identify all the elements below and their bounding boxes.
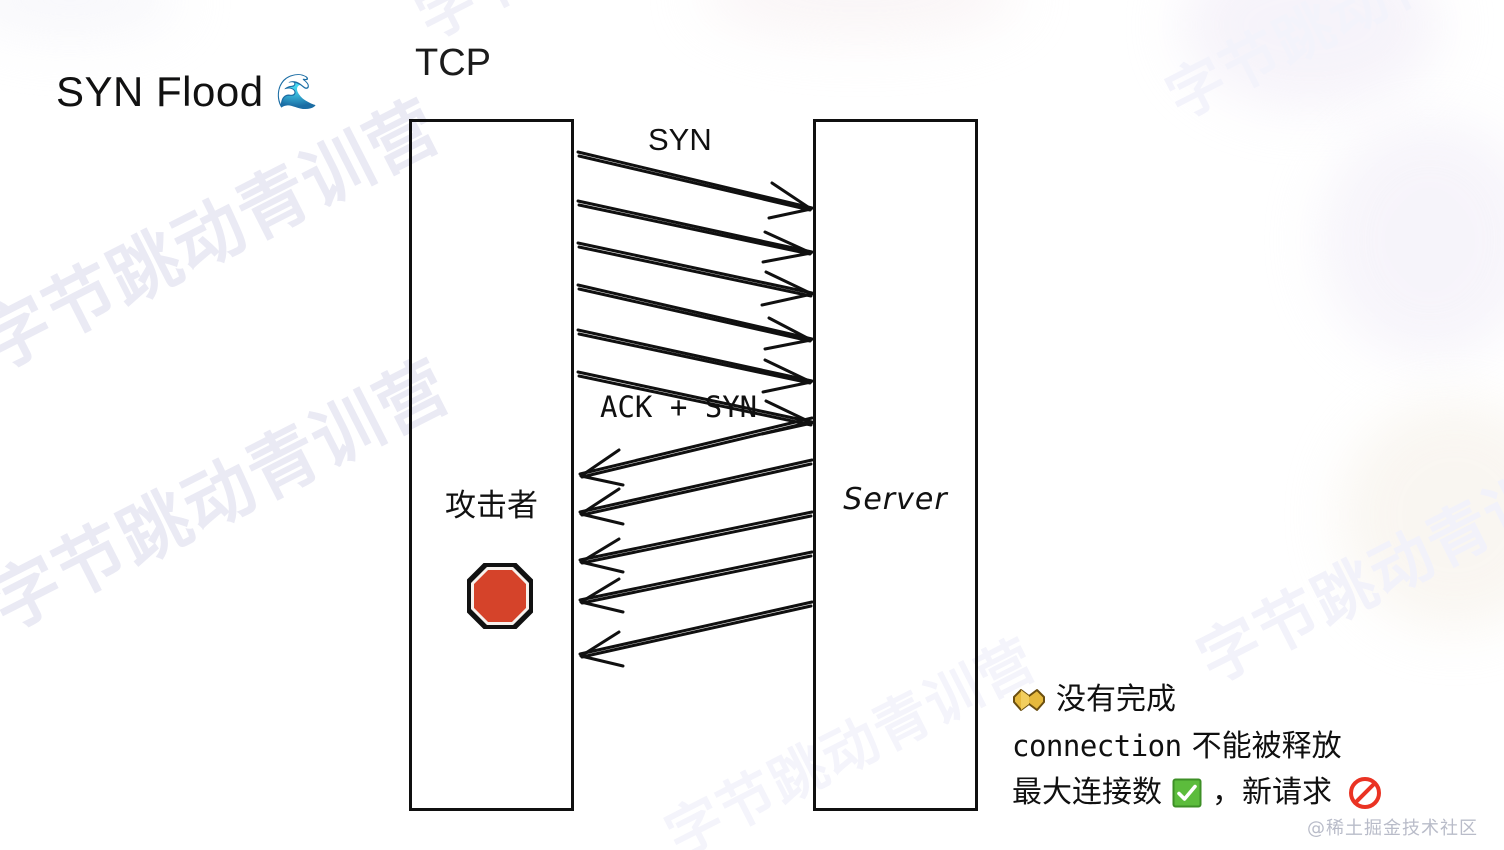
wave-icon: 🌊 bbox=[275, 73, 319, 111]
note-text-2: 不能被释放 bbox=[1191, 728, 1342, 764]
background-watermark: 字节跳动青训营 bbox=[0, 344, 464, 647]
page-title-text: SYN Flood bbox=[56, 68, 264, 115]
note-text-1: 没有完成 bbox=[1056, 682, 1176, 717]
background-blur-blob bbox=[700, 0, 1020, 40]
attacker-lifeline-box: 攻击者 bbox=[409, 119, 574, 811]
background-blur-blob bbox=[0, 0, 180, 40]
background-blur-blob bbox=[1340, 400, 1504, 630]
note-text-connection: connection bbox=[1012, 729, 1182, 764]
server-label: Server bbox=[843, 482, 948, 517]
prohibited-icon bbox=[1349, 777, 1381, 810]
note-line-2: connection 不能被释放 bbox=[1012, 727, 1382, 768]
stop-sign-icon bbox=[467, 563, 533, 629]
ack-syn-message-label: ACK + SYN bbox=[600, 390, 758, 424]
note-text-3a: 最大连接数 bbox=[1012, 775, 1162, 810]
note-text-3b: ，新请求 bbox=[1212, 775, 1332, 810]
background-blur-blob bbox=[1180, 0, 1440, 110]
check-mark-button-icon bbox=[1172, 778, 1202, 808]
page-title: SYN Flood 🌊 bbox=[56, 68, 318, 116]
background-blur-blob bbox=[1320, 120, 1504, 360]
annotation-note: 没有完成 connection 不能被释放 最大连接数 ，新请求 bbox=[1012, 680, 1382, 820]
syn-message-label: SYN bbox=[648, 122, 712, 157]
background-watermark: 字节跳动青训营 bbox=[1186, 429, 1504, 698]
handshake-icon bbox=[1013, 689, 1045, 712]
background-watermark: 字节跳动青训营 bbox=[1155, 0, 1504, 133]
protocol-label: TCP bbox=[415, 42, 491, 84]
background-watermark: 字节跳动青训营 bbox=[0, 84, 454, 387]
note-line-1: 没有完成 bbox=[1012, 680, 1382, 721]
attacker-label: 攻击者 bbox=[445, 488, 538, 524]
note-line-3: 最大连接数 ，新请求 bbox=[1012, 773, 1382, 814]
footer-watermark: @稀土掘金技术社区 bbox=[1307, 818, 1478, 839]
server-lifeline-box: Server bbox=[813, 119, 978, 811]
